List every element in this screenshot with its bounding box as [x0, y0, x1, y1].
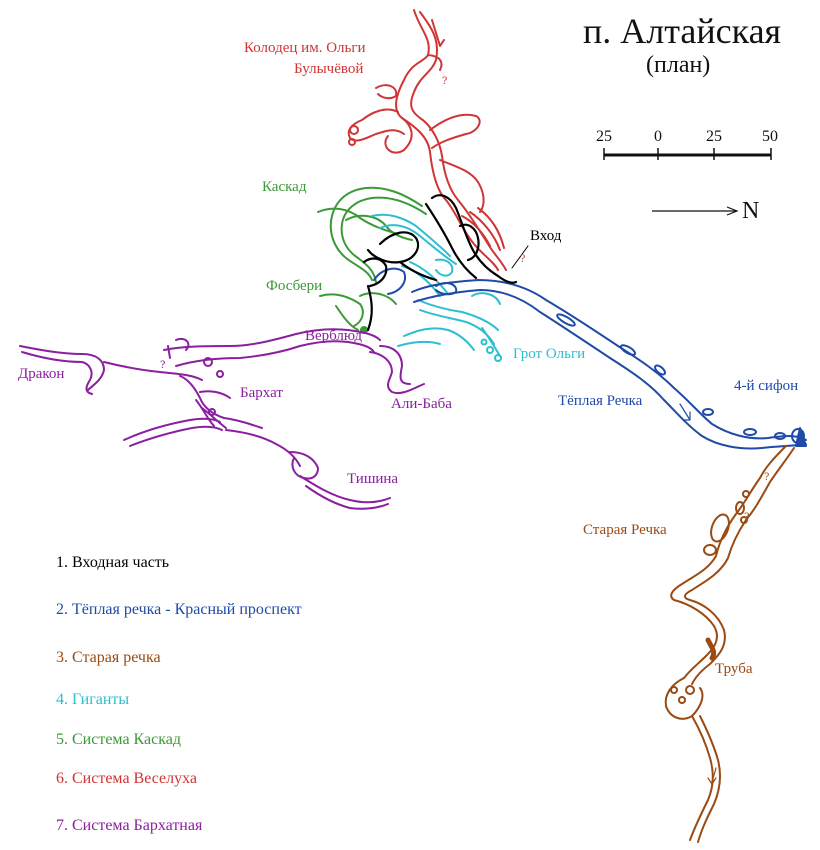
svg-text:?: ? [764, 472, 769, 483]
label-tishina: Тишина [347, 471, 399, 487]
legend-item: 7. Система Бархатная [56, 817, 203, 834]
legend-item: 3. Старая речка [56, 649, 161, 666]
legend-item: 1. Входная часть [56, 554, 170, 571]
legend-item: 2. Тёплая речка - Красный проспект [56, 601, 302, 618]
label-grot-olgi: Грот Ольги [513, 346, 586, 362]
svg-text:?: ? [744, 512, 749, 523]
north-arrow [652, 206, 739, 216]
north-label: N [742, 198, 760, 224]
label-ali-baba: Али-Баба [391, 396, 452, 412]
scale-tick-label: 50 [762, 128, 778, 145]
scale-tick-label: 25 [596, 128, 612, 145]
scale-tick-label: 0 [654, 128, 662, 145]
system-veselukha-passages [347, 9, 507, 271]
label-verblyud: Верблюд [305, 328, 362, 344]
label-vkhod: Вход [530, 228, 562, 244]
label-drakon: Дракон [18, 366, 65, 382]
label-sifon: 4-й сифон [734, 378, 799, 394]
label-teplaya-rechka: Тёплая Речка [558, 393, 643, 409]
system-barkhatnaya-passages [19, 328, 425, 510]
system-giants-passages [371, 213, 502, 362]
map-title: п. Алтайская [583, 11, 782, 51]
label-kolodets-line2: Булычёвой [294, 61, 364, 77]
label-kaskad: Каскад [262, 179, 307, 195]
scale-bar [603, 148, 772, 160]
svg-text:?: ? [442, 76, 447, 87]
svg-text:?: ? [160, 360, 165, 371]
legend-item: 5. Система Каскад [56, 731, 181, 748]
unexplored-markers: ? ? ? ? ? [160, 76, 769, 523]
label-kolodets-line1: Колодец им. Ольги [244, 40, 366, 56]
label-barkhat: Бархат [240, 385, 283, 401]
system-kaskad-passages [317, 186, 427, 334]
map-subtitle: (план) [646, 52, 711, 78]
scale-tick-label: 25 [706, 128, 722, 145]
legend-item: 6. Система Веселуха [56, 770, 197, 787]
legend-item: 4. Гиганты [56, 691, 130, 708]
entrance-passages [362, 194, 529, 332]
warm-river-passages [373, 267, 807, 450]
label-staraya-rechka: Старая Речка [583, 522, 667, 538]
label-truba: Труба [715, 661, 753, 677]
svg-text:?: ? [520, 254, 525, 265]
label-fosberi: Фосбери [266, 278, 323, 294]
old-river-passages [664, 445, 795, 843]
